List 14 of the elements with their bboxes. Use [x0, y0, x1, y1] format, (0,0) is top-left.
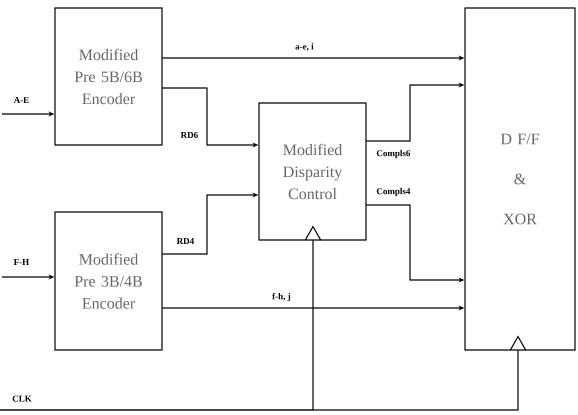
block-box: Modified Pre 5B/6B Encoder: [54, 7, 163, 146]
signal-label: f-h, j: [272, 292, 290, 302]
signal-label: CLK: [12, 396, 32, 402]
signal-label: RD6: [180, 132, 198, 138]
signal-label: F-H: [14, 259, 29, 265]
signal-label: RD4: [176, 238, 194, 244]
block-box: Modified Pre 3B/4B Encoder: [54, 211, 163, 351]
signal-label: A-E: [14, 97, 29, 103]
signal-label: Compls4: [376, 188, 410, 196]
arrow: [0, 335, 527, 411]
block-box: Modified Disparity Control: [258, 102, 367, 241]
block-box: D F/F & XOR: [464, 7, 576, 351]
signal-label: a-e, i: [295, 43, 314, 51]
signal-label: Compls6: [376, 150, 410, 158]
